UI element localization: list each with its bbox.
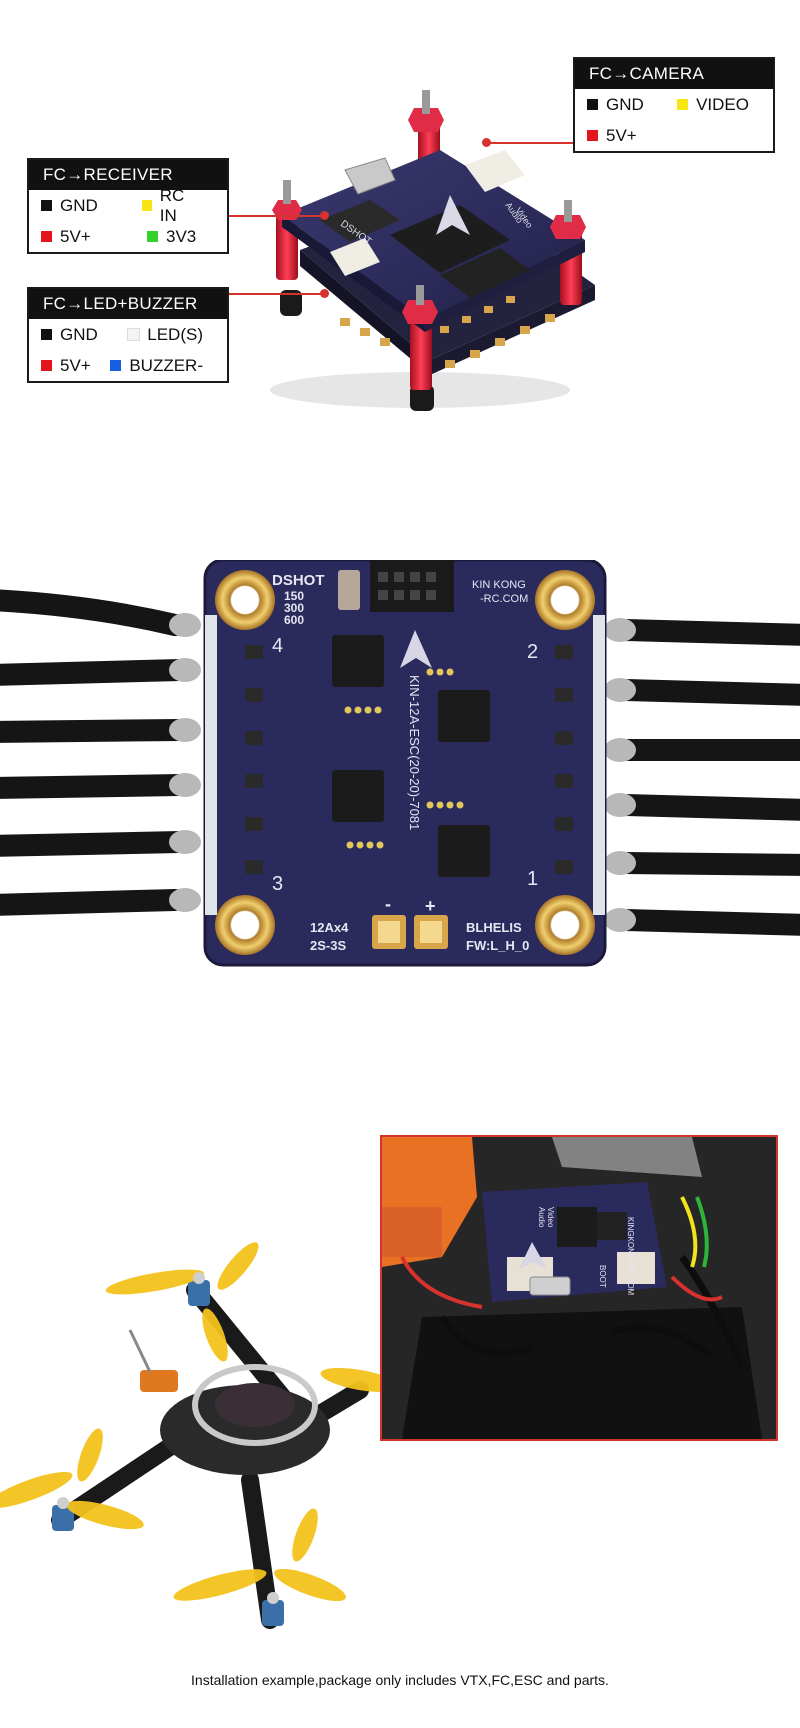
esc-board-illustration: DSHOT 150 300 600 KIN KONG -RC.COM KIN-1… <box>0 560 800 967</box>
3v3-swatch <box>147 231 158 242</box>
esc-plus-label: + <box>425 896 436 916</box>
camera-leader-dot <box>482 138 491 147</box>
camera-pinout-label: FC→CAMERA GND VIDEO 5V+ <box>573 57 775 153</box>
led-buzzer-pinout-label: FC→LED+BUZZER GND LED(S) 5V+ BUZZER- <box>27 287 229 383</box>
esc-cells-label: 2S-3S <box>310 938 346 953</box>
rc-in-swatch <box>141 200 152 211</box>
motor-number-2: 2 <box>527 641 538 663</box>
receiver-pinout-label: FC→RECEIVER GND RC IN 5V+ 3V3 <box>27 158 229 254</box>
power-swatch <box>41 231 52 242</box>
inset-silk-boot: BOOT <box>598 1265 607 1288</box>
drone-illustration <box>0 1242 400 1629</box>
receiver-leader-line <box>228 215 324 217</box>
motor-number-4: 4 <box>272 635 283 657</box>
led-buzzer-pin-label: LED(S) <box>147 324 203 344</box>
receiver-pin-label: 5V+ <box>60 226 91 246</box>
inset-silk-video: Video <box>546 1207 555 1228</box>
esc-model-label: KIN-12A-ESC(20-20)-7081 <box>407 675 422 830</box>
gnd-swatch <box>587 99 598 110</box>
camera-pinout-title: FC→CAMERA <box>575 59 773 89</box>
video-swatch <box>677 99 689 110</box>
power-swatch <box>41 360 52 371</box>
esc-minus-label: - <box>385 894 391 914</box>
esc-dshot-rate: 600 <box>284 613 304 627</box>
drone-installation-photo <box>0 1120 800 1640</box>
led-buzzer-pin-label: GND <box>60 324 98 344</box>
camera-pin-label: 5V+ <box>606 125 637 145</box>
motor-number-3: 3 <box>272 873 283 895</box>
led-buzzer-leader-dot <box>320 289 329 298</box>
esc-dshot-label: DSHOT <box>272 572 325 589</box>
esc-fw-line2: FW:L_H_0 <box>466 938 529 953</box>
led-buzzer-pinout-title: FC→LED+BUZZER <box>29 289 227 319</box>
camera-leader-line <box>488 142 574 144</box>
receiver-pin-label: 3V3 <box>166 226 197 246</box>
power-swatch <box>587 130 598 141</box>
installation-caption: Installation example,package only includ… <box>191 1672 609 1688</box>
esc-brand-line2: -RC.COM <box>480 593 528 605</box>
inset-closeup-illustration: Audio Video BOOT KINGKONG-RC.COM <box>382 1137 776 1439</box>
esc-dshot-rate: 300 <box>284 601 304 615</box>
fc-stack-illustration: DSHOT Audio Video <box>270 90 595 411</box>
inset-silk-brand: KINGKONG-RC.COM <box>626 1217 635 1296</box>
esc-rating-label: 12Ax4 <box>310 920 349 935</box>
esc-brand-line1: KIN KONG <box>472 579 526 591</box>
led-swatch <box>127 328 141 341</box>
camera-pin-label: VIDEO <box>696 94 749 114</box>
receiver-leader-dot <box>320 211 329 220</box>
receiver-pinout-title: FC→RECEIVER <box>29 160 227 190</box>
gnd-swatch <box>41 329 52 340</box>
esc-fw-line1: BLHELIS <box>466 920 522 935</box>
receiver-pin-label: RC IN <box>159 185 185 225</box>
buzzer-swatch <box>110 360 122 371</box>
gnd-swatch <box>41 200 52 211</box>
motor-number-1: 1 <box>527 868 538 890</box>
led-buzzer-leader-line <box>228 293 324 295</box>
fc-stack-photo: DSHOT Audio Video <box>0 30 800 460</box>
receiver-pin-label: GND <box>60 195 98 215</box>
inset-closeup-photo: Audio Video BOOT KINGKONG-RC.COM <box>380 1135 778 1441</box>
esc-board-photo: DSHOT 150 300 600 KIN KONG -RC.COM KIN-1… <box>0 560 800 1030</box>
esc-dshot-rate: 150 <box>284 589 304 603</box>
led-buzzer-pin-label: 5V+ <box>60 355 91 375</box>
camera-pin-label: GND <box>606 94 644 114</box>
led-buzzer-pin-label: BUZZER- <box>129 355 203 375</box>
inset-silk-audio: Audio <box>537 1207 546 1228</box>
